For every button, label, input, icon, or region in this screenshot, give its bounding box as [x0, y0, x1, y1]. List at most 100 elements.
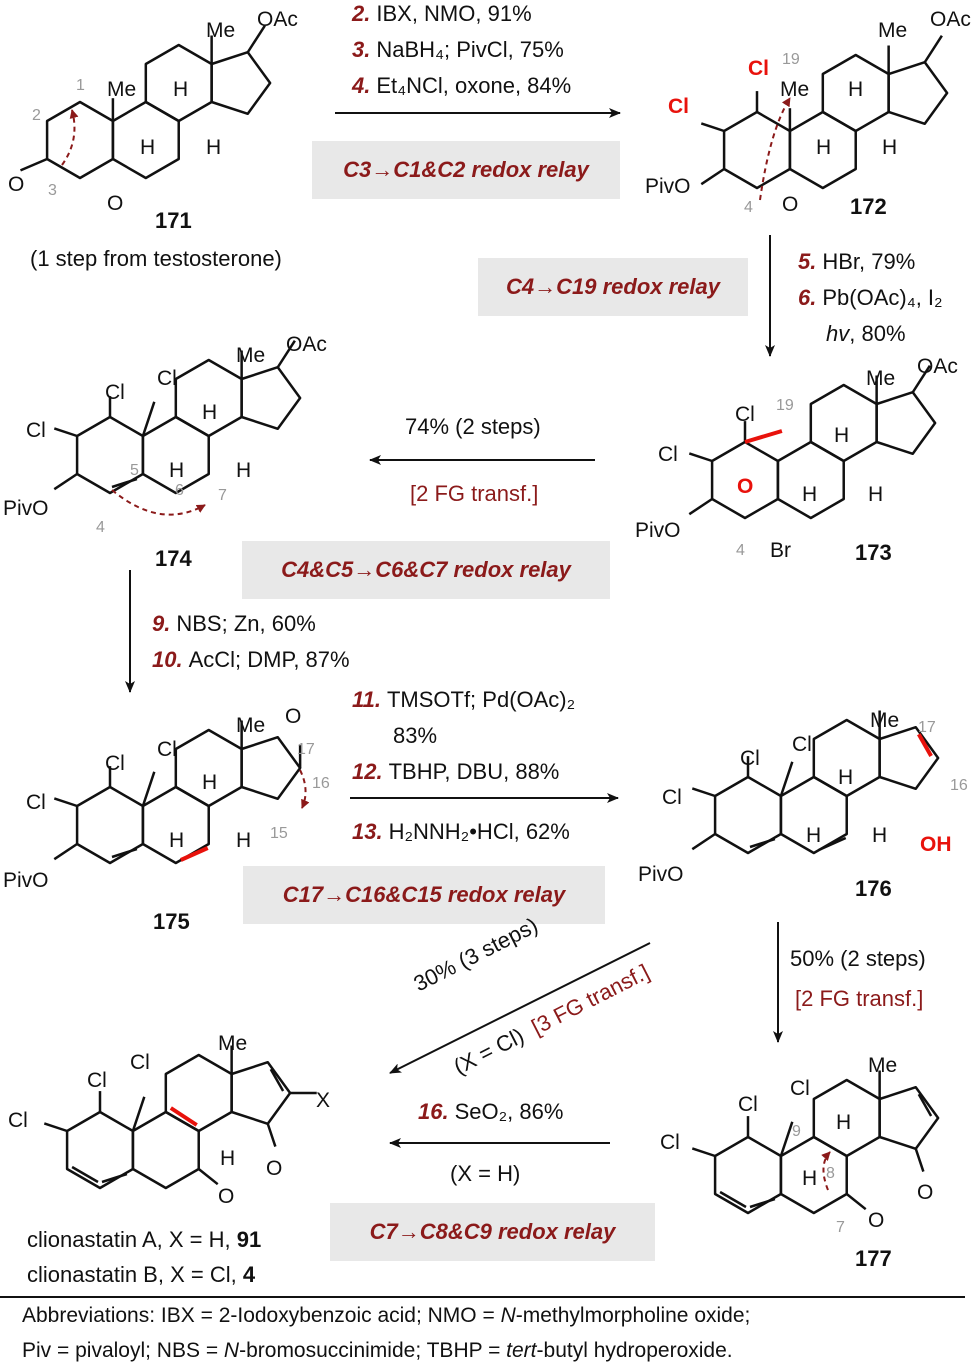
redox-relay-box: C17→C16&C15 redox relay [243, 866, 605, 924]
step-text: SeO₂, 86% [454, 1099, 564, 1124]
compound-note: (1 step from testosterone) [30, 246, 282, 271]
redox-relay-curved-arrow [111, 489, 206, 516]
compound-number: 91 [236, 1227, 262, 1252]
compound-number: 177 [855, 1246, 892, 1271]
abbreviations-line-1: Abbreviations: IBX = 2-Iodoxybenzoic aci… [22, 1304, 750, 1328]
step-number: 9. [152, 611, 171, 636]
atom-label: H [169, 829, 185, 852]
hv-text: hv [826, 321, 850, 346]
atom-number: 6 [175, 482, 184, 499]
atom-label: H [236, 459, 252, 482]
atom-label: OH [920, 833, 952, 856]
step-3: 3.NaBH₄; PivCl, 75% [352, 37, 564, 62]
atom-label: O [107, 192, 124, 215]
atom-label: Cl [748, 57, 769, 80]
atom-label: Cl [157, 738, 177, 761]
atom-label: H [802, 1167, 818, 1190]
step-number: 16. [418, 1099, 449, 1124]
atom-label: H [802, 483, 818, 506]
c2-cl-bond [691, 1147, 716, 1158]
ring-c [174, 728, 243, 808]
double-bond [180, 846, 209, 862]
atom-label: Cl [658, 443, 678, 466]
atom-label: Me [878, 19, 908, 42]
atom-label: H [206, 136, 222, 159]
ring-d [230, 1060, 292, 1126]
step-13: 13.H₂NNH₂•HCl, 62% [352, 819, 570, 844]
atom-number: 7 [836, 1219, 845, 1236]
redox-relay-curved-arrow [821, 1151, 831, 1191]
c19-chloromethyl-bond [779, 1121, 794, 1157]
atom-label: Me [780, 78, 810, 101]
abbreviations-line-2: Piv = pivaloyl; NBS = N-bromosuccinimide… [22, 1339, 733, 1363]
atom-label: O [218, 1185, 235, 1208]
double-bond [749, 837, 776, 849]
redox-relay-curved-arrow [61, 109, 79, 166]
step-text: NBS; Zn, 60% [176, 611, 316, 636]
ring-a [65, 1110, 135, 1190]
double-bond [719, 1190, 747, 1209]
atom-number: 9 [792, 1123, 801, 1140]
double-bond [71, 1165, 99, 1184]
atom-label: Cl [8, 1109, 28, 1132]
atom-number: 4 [96, 519, 105, 536]
atom-label: Me [206, 19, 236, 42]
atom-label: Cl [26, 419, 46, 442]
fg-transf-note: [2 FG transf.] [410, 481, 539, 506]
step-text: TMSOTf; Pd(OAc)₂ [386, 687, 576, 712]
ring-b [776, 440, 845, 520]
step-number: 13. [352, 819, 383, 844]
c3-pivo-bond [700, 167, 725, 186]
footer-text: tert [506, 1339, 537, 1362]
atom-label: OAc [917, 355, 958, 378]
c17-substituent-bond [276, 339, 296, 368]
atom-label: H [202, 771, 218, 794]
ring-c [164, 1053, 233, 1133]
footer-text: N [223, 1339, 240, 1362]
ring-d [875, 390, 937, 456]
atom-label: OAc [257, 8, 298, 31]
compound-number: 171 [155, 208, 192, 233]
atom-number: 17 [297, 741, 315, 758]
footer-text: N [500, 1304, 516, 1327]
redox-relay-box: C4&C5→C6&C7 redox relay [242, 541, 610, 599]
c19-chloromethyl-bond [141, 401, 156, 437]
c17-substituent-bond [911, 364, 931, 393]
step-text: Pb(OAc)₄, I₂ [822, 285, 943, 310]
atom-number: 1 [76, 77, 85, 94]
c7-ketone-bond [197, 1168, 219, 1186]
double-bond [111, 847, 138, 859]
atom-label: H [140, 136, 156, 159]
redox-relay-box: C3→C1&C2 redox relay [312, 141, 620, 199]
c17-substituent-bond [923, 34, 943, 63]
atom-label: Cl [105, 752, 125, 775]
step-text: , 80% [849, 321, 906, 346]
clionastatin-b-label: clionastatin B, X = Cl, 4 [27, 1262, 256, 1287]
atom-label: Cl [130, 1051, 150, 1074]
compound-number: 176 [855, 876, 892, 901]
atom-label: O [782, 193, 799, 216]
ring-a [713, 775, 783, 855]
c3-pivo-bond [691, 832, 716, 851]
atom-label: H [169, 459, 185, 482]
ketone-bond [914, 1148, 925, 1172]
c2-cl-bond [688, 452, 713, 463]
atom-number: 5 [130, 462, 139, 479]
compound-number: 4 [242, 1262, 256, 1287]
footer-text: -bromosuccinimide; TBHP = [239, 1339, 507, 1362]
atom-label: PivO [635, 519, 681, 542]
c2-cl-bond [700, 122, 725, 133]
footer-text: -methylmorpholine oxide; [515, 1304, 751, 1327]
step-text: H₂NNH₂•HCl, 62% [388, 819, 570, 844]
atom-label: O [285, 705, 302, 728]
c3-pivo-bond [688, 497, 713, 516]
ring-d [240, 735, 302, 801]
atom-number: 4 [744, 199, 753, 216]
atom-label: H [836, 1111, 852, 1134]
redox-relay-curved-arrow [299, 769, 310, 809]
atom-number: 16 [950, 777, 968, 794]
step-10: 10.AcCl; DMP, 87% [152, 647, 350, 672]
atom-number: 4 [736, 542, 745, 559]
c17-substituent-bond [246, 24, 266, 53]
ether-bridge-bond [744, 429, 783, 444]
